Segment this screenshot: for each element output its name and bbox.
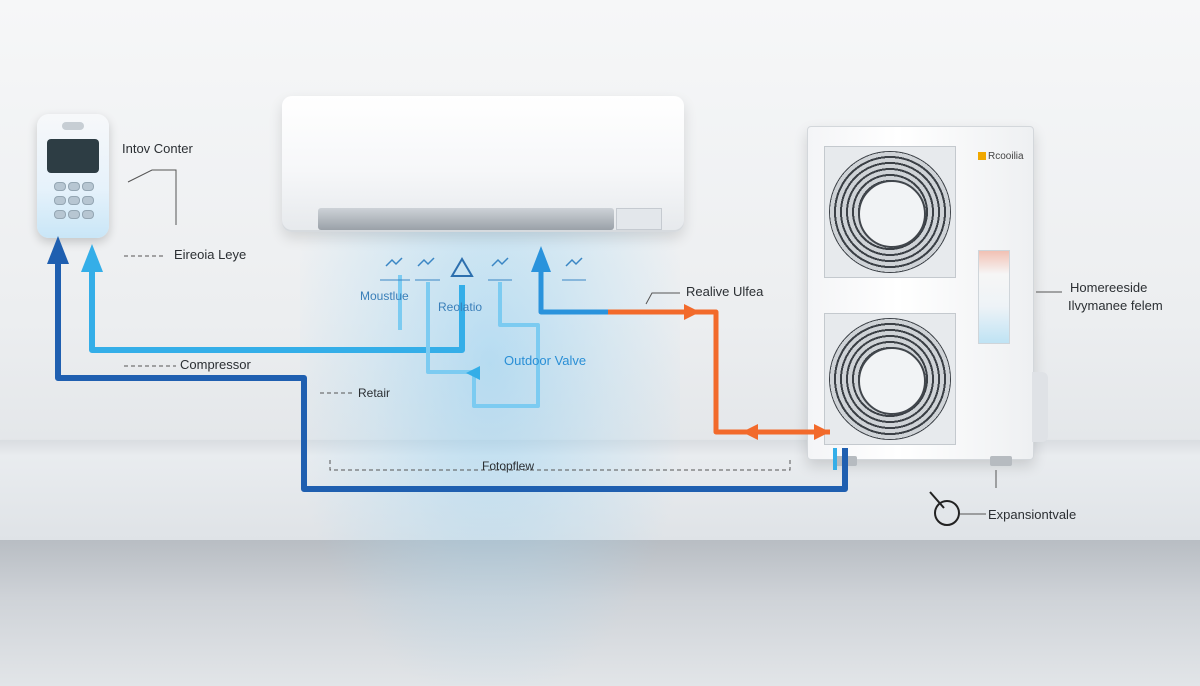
label-ilvymanee-felem: Ilvymanee felem — [1068, 298, 1163, 313]
remote-button — [54, 210, 66, 219]
leader-line — [127, 169, 177, 225]
flow-arrow-icon — [814, 424, 830, 440]
remote-button — [82, 182, 94, 191]
airflow-arrow-icon — [565, 257, 583, 267]
outdoor-unit-side — [1032, 372, 1048, 442]
leader-line — [329, 460, 791, 471]
leader-line — [645, 292, 680, 305]
triangle-icon — [450, 257, 474, 277]
remote-button — [68, 210, 80, 219]
up-arrow-icon — [47, 236, 69, 264]
remote-button — [68, 182, 80, 191]
suction-pipe — [538, 262, 610, 315]
upper-fan-icon — [824, 146, 956, 278]
fan-hub — [858, 347, 926, 415]
return-pipe-loop — [89, 258, 465, 353]
up-arrow-icon — [81, 244, 103, 272]
indoor-unit-badge — [616, 208, 662, 230]
label-homereeside: Homereeside — [1070, 280, 1148, 295]
label-eireoia-leye: Eireoia Leye — [174, 247, 247, 262]
remote-button — [68, 196, 80, 205]
remote-brand-mark — [62, 122, 84, 130]
floor — [0, 540, 1200, 686]
remote-button — [54, 196, 66, 205]
remote-button — [82, 196, 94, 205]
indoor-unit-vent — [318, 208, 614, 230]
label-intov-conter: Intov Conter — [122, 141, 193, 156]
airflow-arrow-icon — [417, 257, 435, 267]
label-fotopflew: Fotopflew — [482, 459, 535, 473]
outdoor-unit-foot — [990, 456, 1012, 466]
outdoor-brand-text: Rcooilia — [988, 151, 1024, 162]
hot-gas-pipe — [608, 309, 830, 435]
lower-fan-icon — [824, 313, 956, 445]
indoor-coil-pipes — [398, 275, 540, 408]
label-expansiontvale: Expansiontvale — [988, 507, 1077, 522]
outdoor-unit-label-panel — [978, 250, 1010, 344]
label-outdoor-valve: Outdoor Valve — [504, 353, 587, 368]
up-arrow-icon — [531, 246, 551, 272]
remote-screen — [47, 139, 99, 173]
outdoor-brand-tag: Rcooilia — [978, 151, 1024, 162]
label-reolatio: Reolatio — [438, 300, 483, 314]
remote-button — [54, 182, 66, 191]
expansion-valve-icon — [934, 500, 960, 526]
airflow-arrow-icon — [385, 257, 403, 267]
label-retair: Retair — [358, 386, 391, 400]
warning-icon — [978, 152, 986, 161]
remote-button — [82, 210, 94, 219]
airflow-arrow-icon — [491, 257, 509, 267]
flow-arrow-icon — [466, 366, 480, 380]
flow-arrow-icon — [742, 424, 758, 440]
flow-arrow-icon — [684, 304, 700, 320]
fan-hub — [858, 180, 926, 248]
supply-pipe-loop — [55, 250, 848, 492]
label-moustlue: Moustlue — [360, 289, 409, 303]
label-compressor: Compressor — [180, 357, 251, 372]
label-realive-ulfea: Realive Ulfea — [686, 284, 764, 299]
